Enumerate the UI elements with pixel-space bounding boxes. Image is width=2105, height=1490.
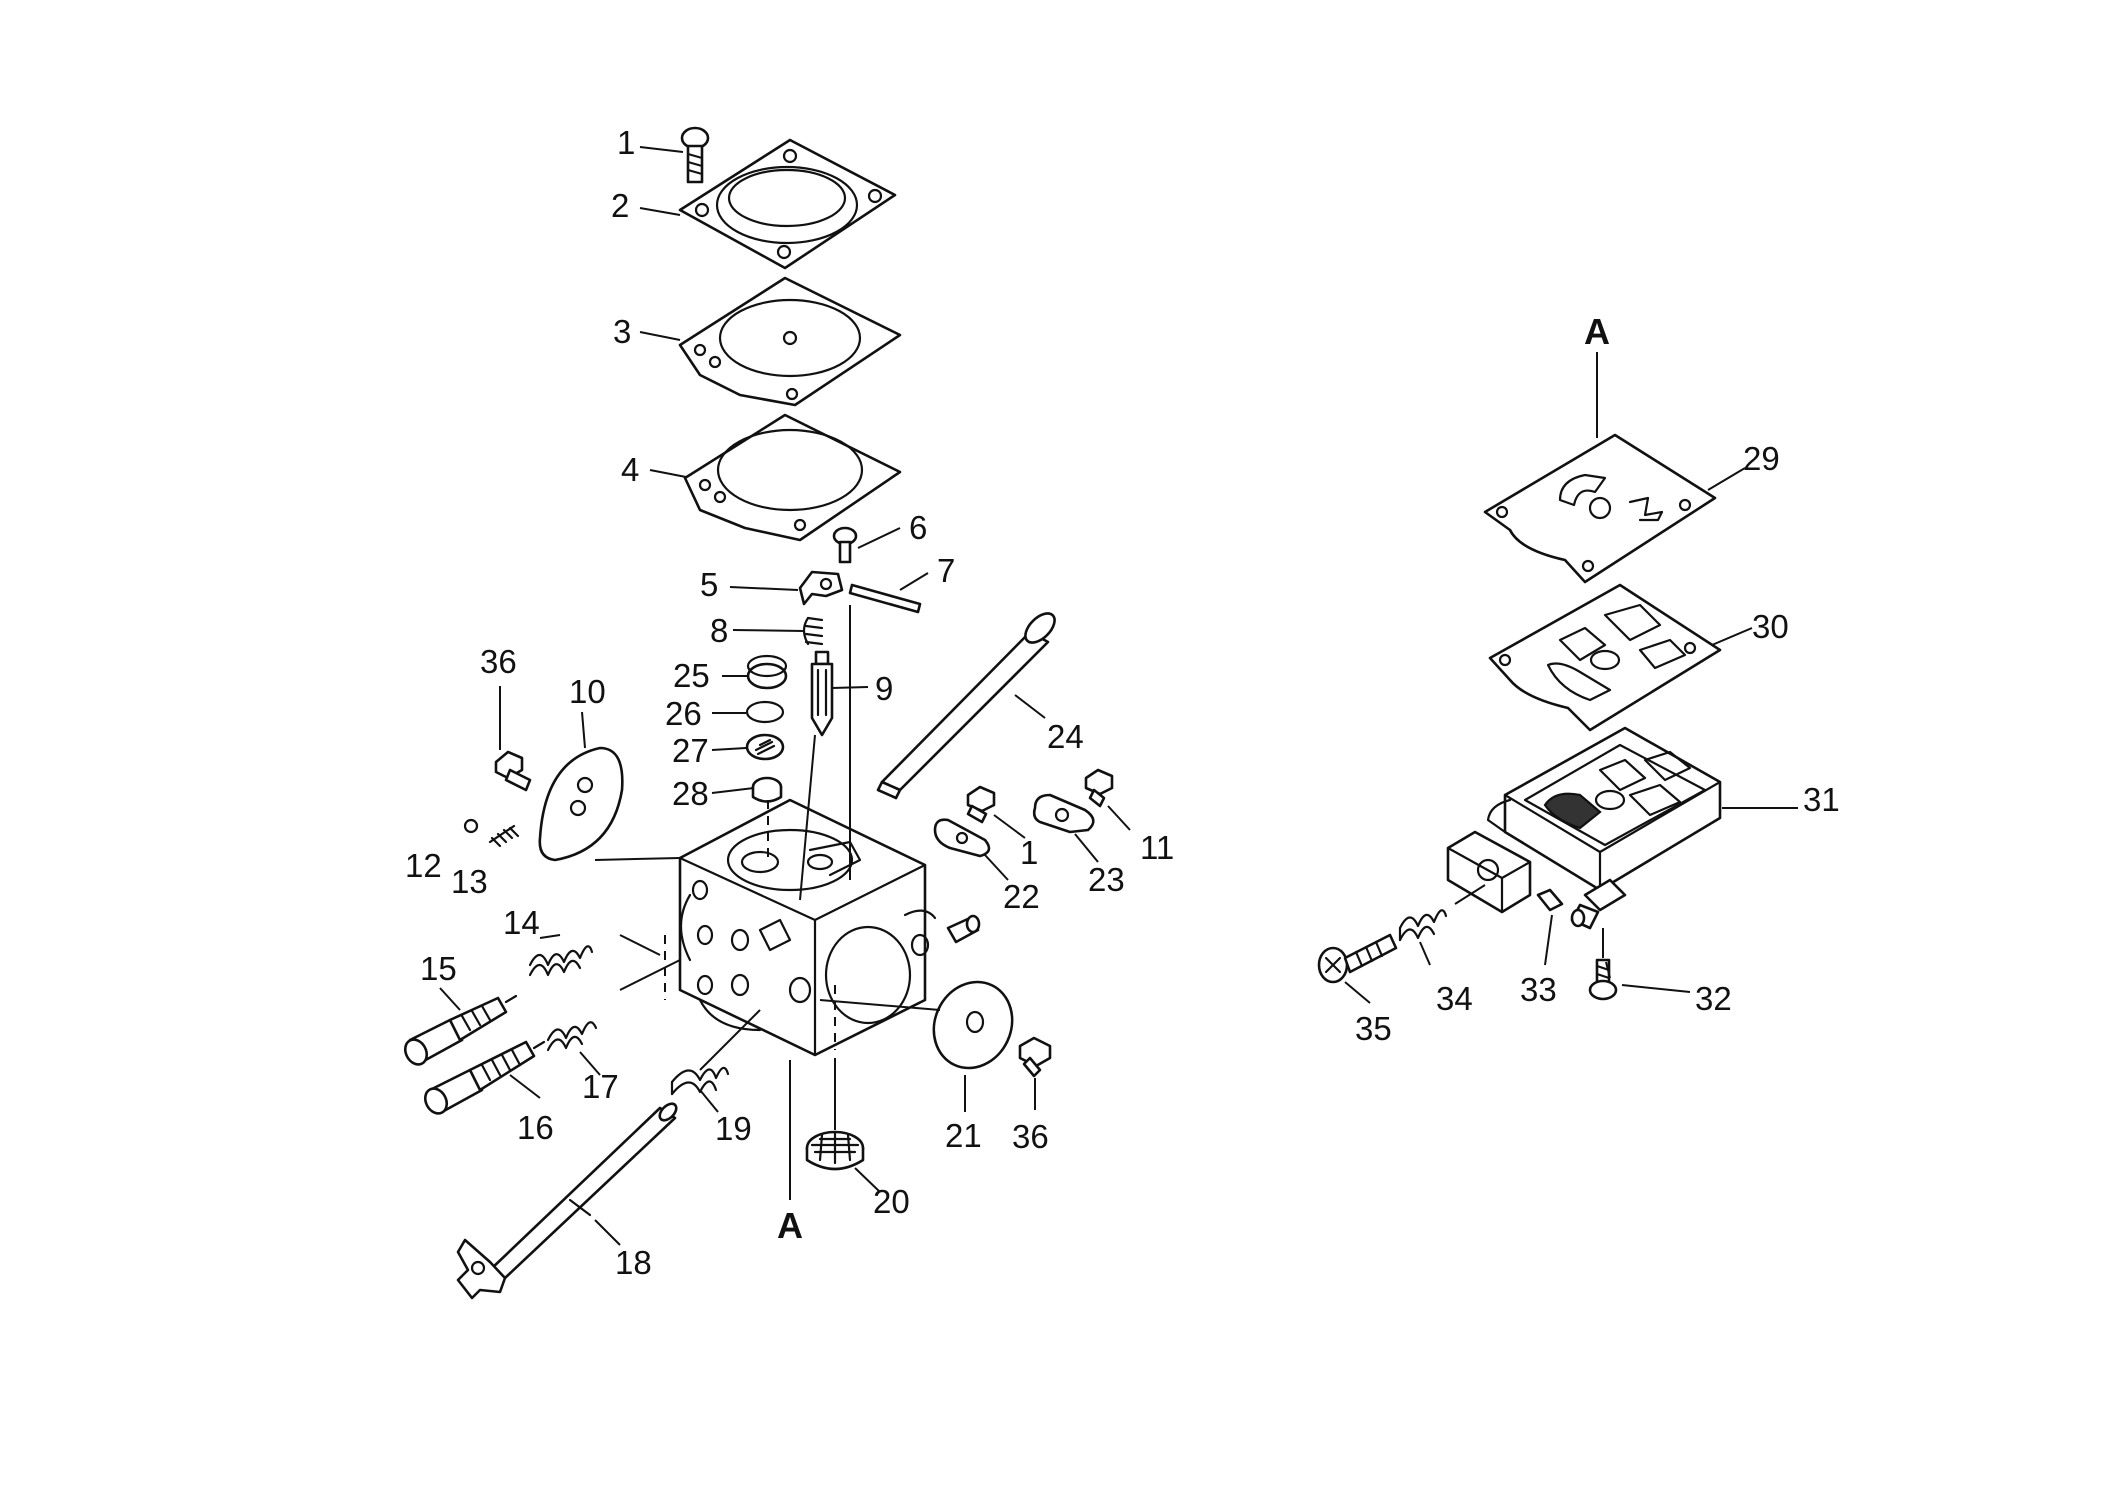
part-9-needle (810, 650, 834, 737)
callout-36-right: 36 (1012, 1118, 1049, 1155)
callout-4: 4 (621, 451, 639, 488)
part-3-diaphragm (678, 276, 902, 407)
part-5-lever (798, 570, 844, 606)
part-17-spring (546, 1021, 598, 1052)
part-22-plate (933, 818, 991, 858)
part-19-spring (670, 1066, 730, 1096)
leader-lines-left (439, 146, 1131, 1246)
callout-12: 12 (405, 847, 442, 884)
callout-10: 10 (569, 673, 606, 710)
part-11-screw (1084, 768, 1114, 808)
part-1-screw (680, 126, 710, 184)
part-13-spring (488, 824, 520, 848)
part-27-screen (745, 733, 785, 761)
part-4-gasket (683, 413, 902, 542)
part-23-plate (1032, 793, 1095, 834)
callout-23: 23 (1088, 861, 1125, 898)
callout-19: 19 (715, 1110, 752, 1147)
carburetor-body (678, 798, 937, 1057)
part-25-ring (746, 654, 788, 690)
part-33-pin (1536, 888, 1564, 912)
callout-32: 32 (1695, 980, 1732, 1017)
callout-1-top: 1 (617, 124, 635, 161)
callout-labels: 1 2 3 4 5 6 7 8 9 25 26 27 28 24 36 10 1… (405, 124, 1840, 1281)
callout-34: 34 (1436, 980, 1473, 1017)
part-1-screw-small (966, 785, 996, 824)
part-7-pin (848, 583, 922, 614)
hidden-lines (664, 800, 836, 1050)
part-14-spring (528, 945, 594, 977)
callout-30: 30 (1752, 608, 1789, 645)
callout-7: 7 (937, 552, 955, 589)
part-18-shaft (456, 1102, 678, 1300)
callout-25: 25 (673, 657, 710, 694)
callout-6: 6 (909, 509, 927, 546)
part-30-gasket (1488, 583, 1722, 732)
part-6-screw (832, 526, 858, 564)
part-20-filter (805, 1130, 865, 1171)
callout-27: 27 (672, 732, 709, 769)
callout-31: 31 (1803, 781, 1840, 818)
callout-17: 17 (582, 1068, 619, 1105)
callout-21: 21 (945, 1117, 982, 1154)
part-35-screw (1317, 933, 1398, 984)
leader-lines-right (1344, 352, 1798, 1004)
callout-18: 18 (615, 1244, 652, 1281)
part-2-cover (678, 138, 897, 270)
callout-28: 28 (672, 775, 709, 812)
reference-A-right: A (1584, 311, 1610, 352)
part-36-screw-left (494, 750, 532, 792)
part-31-pump-body (1486, 726, 1722, 892)
callout-29: 29 (1743, 440, 1780, 477)
part-15-adjust-screw (403, 994, 518, 1066)
part-36-screw-right (1018, 1036, 1052, 1078)
part-12-ball (463, 818, 479, 834)
callout-33: 33 (1520, 971, 1557, 1008)
callout-9: 9 (875, 670, 893, 707)
part-10-disc (538, 746, 624, 862)
callout-20: 20 (873, 1183, 910, 1220)
callout-26: 26 (665, 695, 702, 732)
part-28-cap (751, 776, 783, 803)
callout-8: 8 (710, 612, 728, 649)
callout-22: 22 (1003, 878, 1040, 915)
callout-16: 16 (517, 1109, 554, 1146)
callout-36-left: 36 (480, 643, 517, 680)
callout-5: 5 (700, 566, 718, 603)
pump-fitting (1570, 878, 1627, 930)
callout-35: 35 (1355, 1010, 1392, 1047)
callout-3: 3 (613, 313, 631, 350)
part-29-gasket (1483, 433, 1717, 584)
callout-15: 15 (420, 950, 457, 987)
part-26-oring (745, 700, 785, 724)
callout-24: 24 (1047, 718, 1084, 755)
callout-1-small: 1 (1020, 834, 1038, 871)
part-21-disc (932, 980, 1014, 1070)
pump-side-block (1446, 830, 1532, 914)
part-24-shaft (876, 612, 1056, 800)
part-34-spring (1398, 909, 1448, 942)
callout-2: 2 (611, 187, 629, 224)
body-fitting (946, 914, 981, 944)
callout-11: 11 (1140, 829, 1174, 866)
callout-14: 14 (503, 904, 540, 941)
part-8-spring (802, 616, 824, 646)
reference-A-left: A (777, 1205, 803, 1246)
part-16-adjust-screw (423, 1040, 546, 1115)
callout-13: 13 (451, 863, 488, 900)
part-32-screw (1588, 958, 1618, 1001)
